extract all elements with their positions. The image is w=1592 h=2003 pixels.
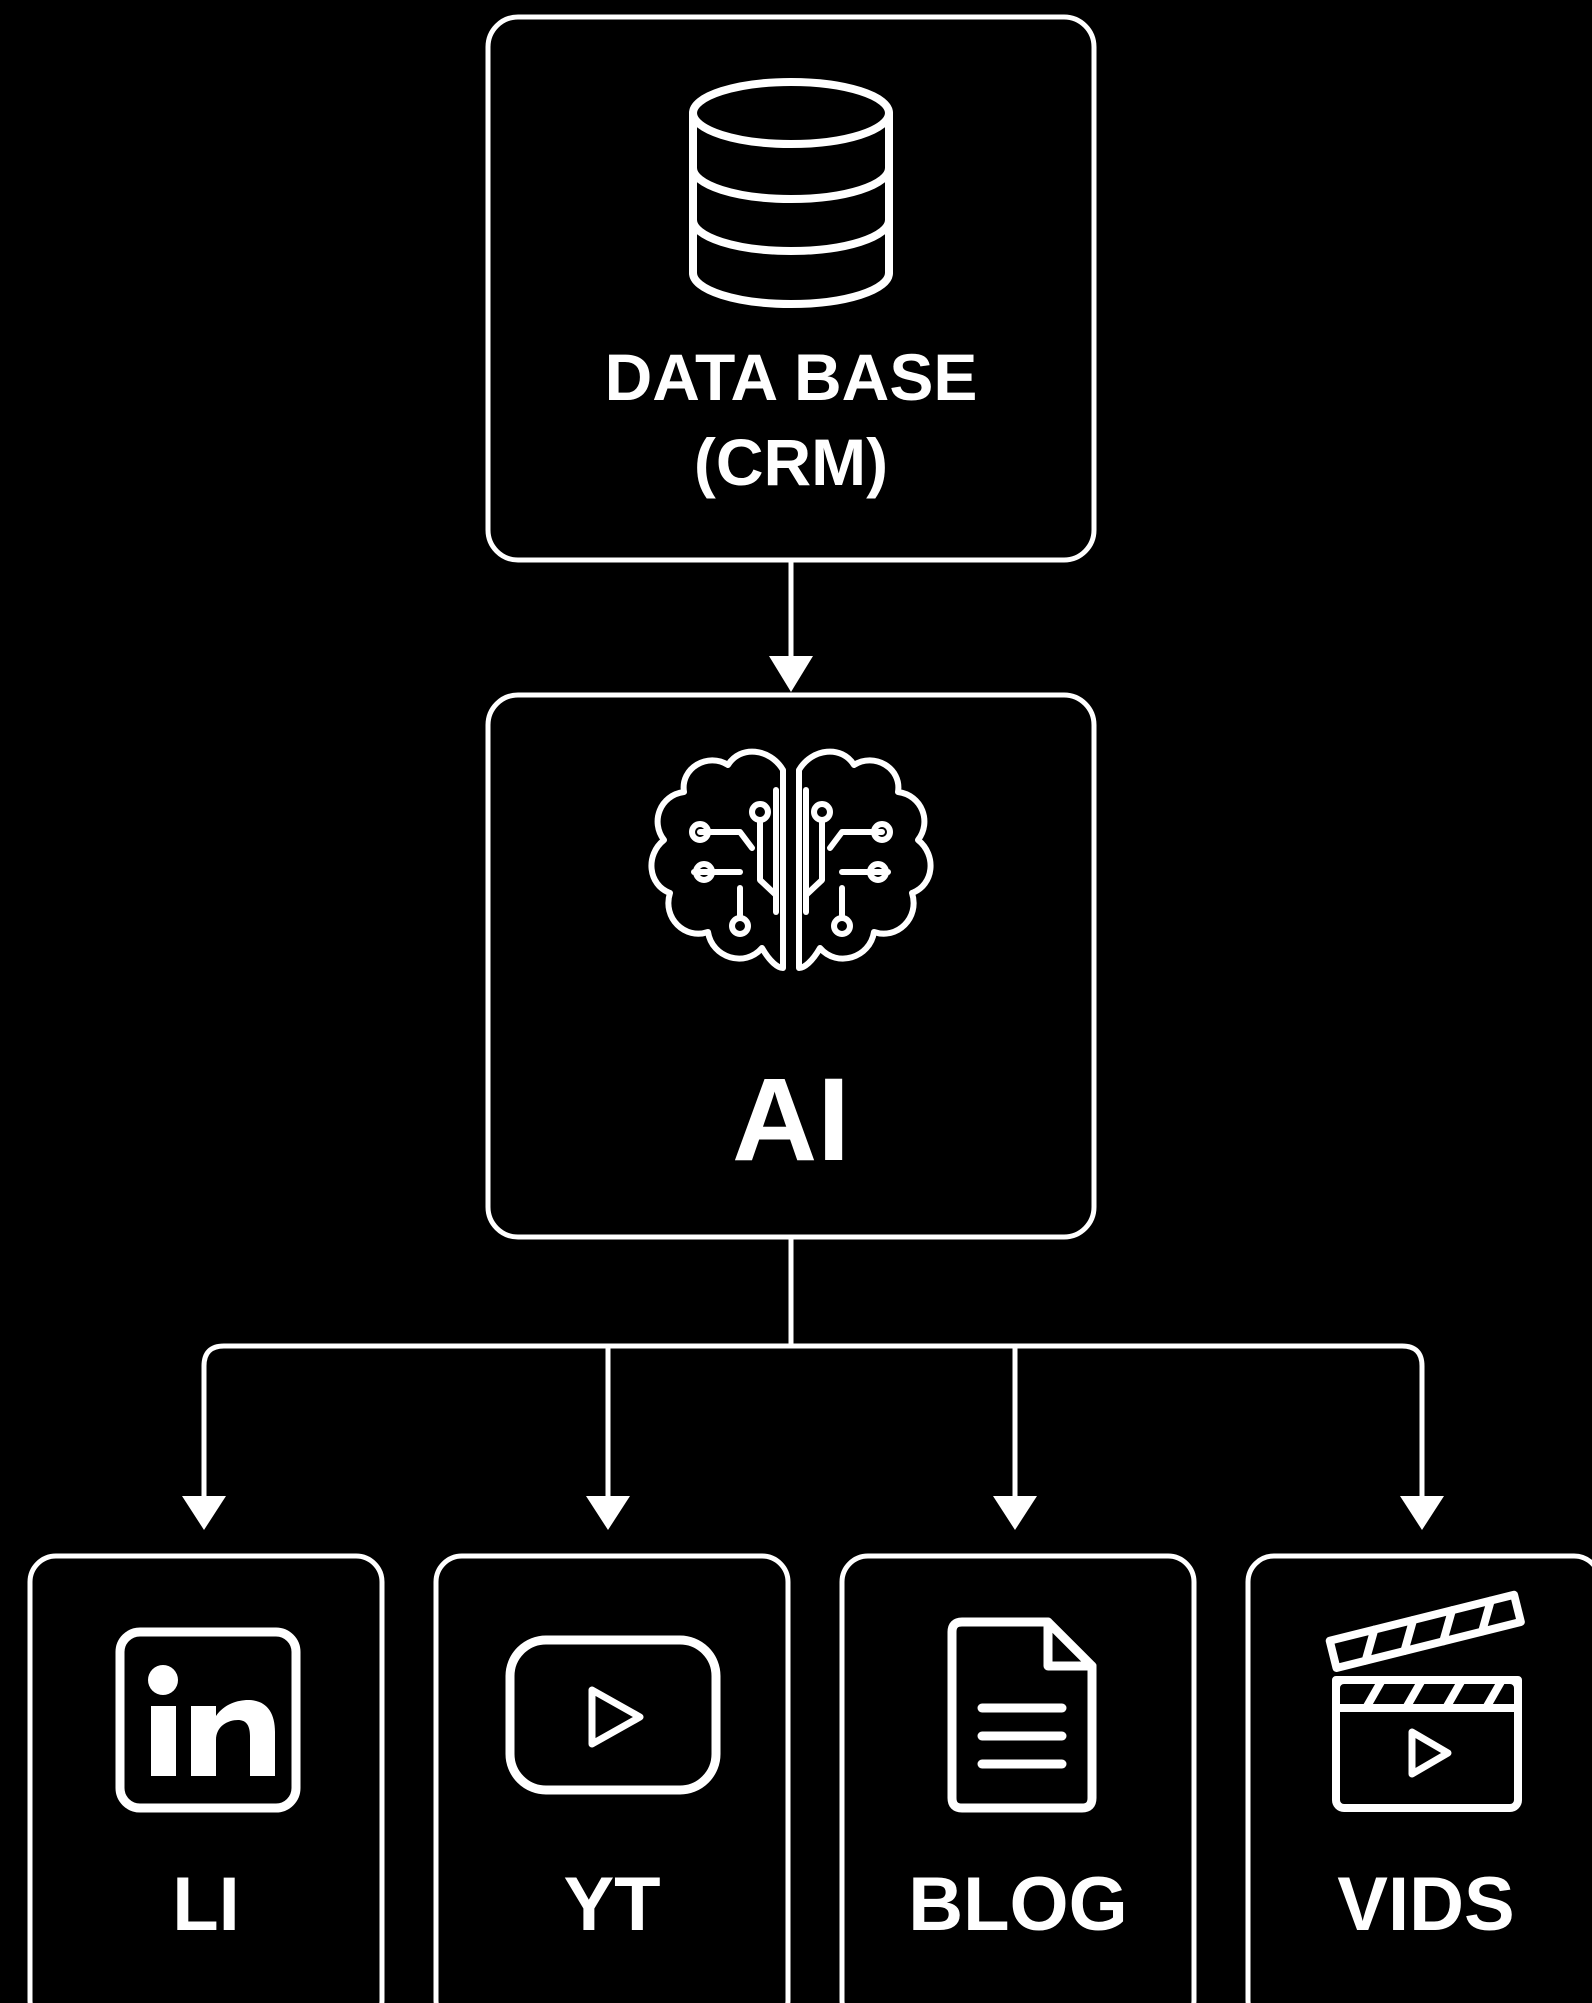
- database-label-line1: DATA BASE: [605, 340, 978, 414]
- ai-label: AI: [732, 1054, 850, 1186]
- linkedin-icon: [115, 1627, 301, 1813]
- output-node-blog[interactable]: BLOG: [839, 1553, 1197, 2003]
- brain-circuit-icon: [648, 748, 934, 971]
- edge-database-to-ai: [769, 560, 813, 692]
- output-node-li[interactable]: LI: [27, 1553, 385, 2003]
- youtube-icon: [505, 1635, 721, 1795]
- output-node-vids[interactable]: VIDS: [1245, 1553, 1592, 2003]
- document-icon: [947, 1617, 1097, 1813]
- output-label-yt: YT: [563, 1862, 660, 1947]
- edge-ai-to-outputs: [182, 1237, 1444, 1530]
- clapperboard-icon: [1325, 1590, 1525, 1812]
- database-label-line2: (CRM): [694, 425, 888, 499]
- ai-node[interactable]: AI: [485, 692, 1097, 1240]
- database-icon: [689, 78, 893, 308]
- output-label-li: LI: [172, 1862, 240, 1947]
- output-node-yt[interactable]: YT: [433, 1553, 791, 2003]
- output-label-vids: VIDS: [1337, 1862, 1514, 1947]
- output-label-blog: BLOG: [908, 1862, 1128, 1947]
- database-node[interactable]: DATA BASE (CRM): [485, 14, 1097, 563]
